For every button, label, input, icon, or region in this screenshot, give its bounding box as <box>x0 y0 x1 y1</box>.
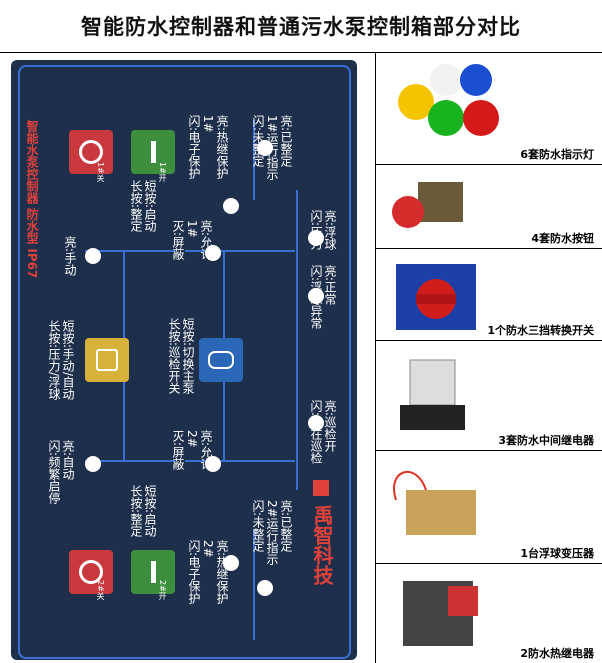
mode-switch-button[interactable] <box>85 338 129 382</box>
float-status-indicator <box>308 288 324 304</box>
list-item: 3套防水中间继电器 <box>376 340 602 451</box>
manual-hint: 亮:手动 <box>63 236 77 277</box>
indicator-lights-image <box>398 64 499 136</box>
stop-ring-icon <box>79 140 103 164</box>
selector-switch-image <box>396 264 476 330</box>
brand-logo-icon <box>313 480 329 496</box>
relay-image <box>400 359 465 430</box>
list-item: 6套防水指示灯 <box>376 52 602 165</box>
panel-line <box>85 250 175 252</box>
pump1-start-label: 1#开 <box>158 162 167 182</box>
inspection-hint: 亮:巡检开 闪:正在巡检 <box>309 400 337 465</box>
list-item: 1台浮球变压器 <box>376 450 602 564</box>
auto-hint: 亮:自动 闪:频繁启停 <box>47 440 75 505</box>
component-list: 6套防水指示灯 4套防水按钮 1个防水三挡转换开关 3套防水中间继电器 <box>376 52 602 663</box>
page-title: 智能防水控制器和普通污水泵控制箱部分对比 <box>0 0 602 53</box>
auto-indicator <box>85 456 101 472</box>
panel-border <box>18 65 351 659</box>
panel-model-label: 智能水泵控制器 防水型 IP67 <box>25 120 39 279</box>
pump1-protect-hint: 亮:热继保护 1# 闪:电子保护 <box>187 115 229 180</box>
hand-icon <box>96 349 118 371</box>
panel-line <box>85 460 175 462</box>
list-item: 4套防水按钮 <box>376 164 602 249</box>
pump2-protect-hint: 亮:热继保护 2# 闪:电子保护 <box>187 540 229 605</box>
button-image <box>392 182 463 228</box>
manual-indicator <box>85 248 101 264</box>
panel-line <box>253 120 255 200</box>
item-caption: 6套防水指示灯 <box>520 148 594 161</box>
pump2-start-button[interactable] <box>131 550 175 594</box>
column-divider <box>375 52 376 663</box>
main-pump-switch-button[interactable] <box>199 338 243 382</box>
item-caption: 4套防水按钮 <box>531 232 594 245</box>
pump1-enable-hint: 亮:允许 1# 灭:屏蔽 <box>171 220 213 261</box>
control-panel: 智能水泵控制器 防水型 IP67 1#关 1#开 短按:启动 长按:整定 亮:热… <box>11 60 357 660</box>
pump2-start-hint: 短按:启动 长按:整定 <box>129 485 157 538</box>
pump2-run-hint: 亮:已整定 2#运行指示 闪:未整定 <box>251 500 293 566</box>
start-bar-icon <box>150 141 156 163</box>
pump2-stop-label: 2#关 <box>96 580 105 600</box>
stop-ring-icon <box>79 560 103 584</box>
pump2-protect-indicator <box>223 555 239 571</box>
start-bar-icon <box>150 561 156 583</box>
pump2-enable-hint: 亮:允许 2# 灭:屏蔽 <box>171 430 213 471</box>
panel-line <box>296 190 298 490</box>
pump2-start-label: 2#开 <box>158 580 167 600</box>
panel-line <box>185 250 295 252</box>
item-caption: 1台浮球变压器 <box>520 547 594 560</box>
brand-name: 禹智科技 <box>310 505 334 585</box>
list-item: 1个防水三挡转换开关 <box>376 248 602 341</box>
thermal-relay-image <box>403 581 478 646</box>
pump1-start-hint: 短按:启动 长按:整定 <box>129 180 157 233</box>
pump1-enable-indicator <box>205 245 221 261</box>
pump2-enable-indicator <box>205 456 221 472</box>
item-caption: 1个防水三挡转换开关 <box>487 324 594 337</box>
transformer-image <box>393 470 476 535</box>
pump1-run-indicator <box>257 140 273 156</box>
pump1-start-button[interactable] <box>131 130 175 174</box>
list-item: 2防水热继电器 <box>376 563 602 663</box>
inspection-indicator <box>308 415 324 431</box>
item-caption: 2防水热继电器 <box>520 647 594 660</box>
panel-line <box>185 460 295 462</box>
float-pressure-indicator <box>308 230 324 246</box>
pump2-run-indicator <box>257 580 273 596</box>
item-caption: 3套防水中间继电器 <box>498 434 594 447</box>
pump-icon <box>208 351 234 369</box>
pump1-protect-indicator <box>223 198 239 214</box>
pump2-stop-button[interactable] <box>69 550 113 594</box>
panel-line <box>253 530 255 640</box>
pump1-stop-label: 1#关 <box>96 162 105 182</box>
mode-switch-hint: 短按:手动/自动 长按:压力/浮球 <box>47 320 75 401</box>
main-pump-switch-hint: 短按:切换主泵 长按:巡检开关 <box>167 318 195 395</box>
pump1-stop-button[interactable] <box>69 130 113 174</box>
